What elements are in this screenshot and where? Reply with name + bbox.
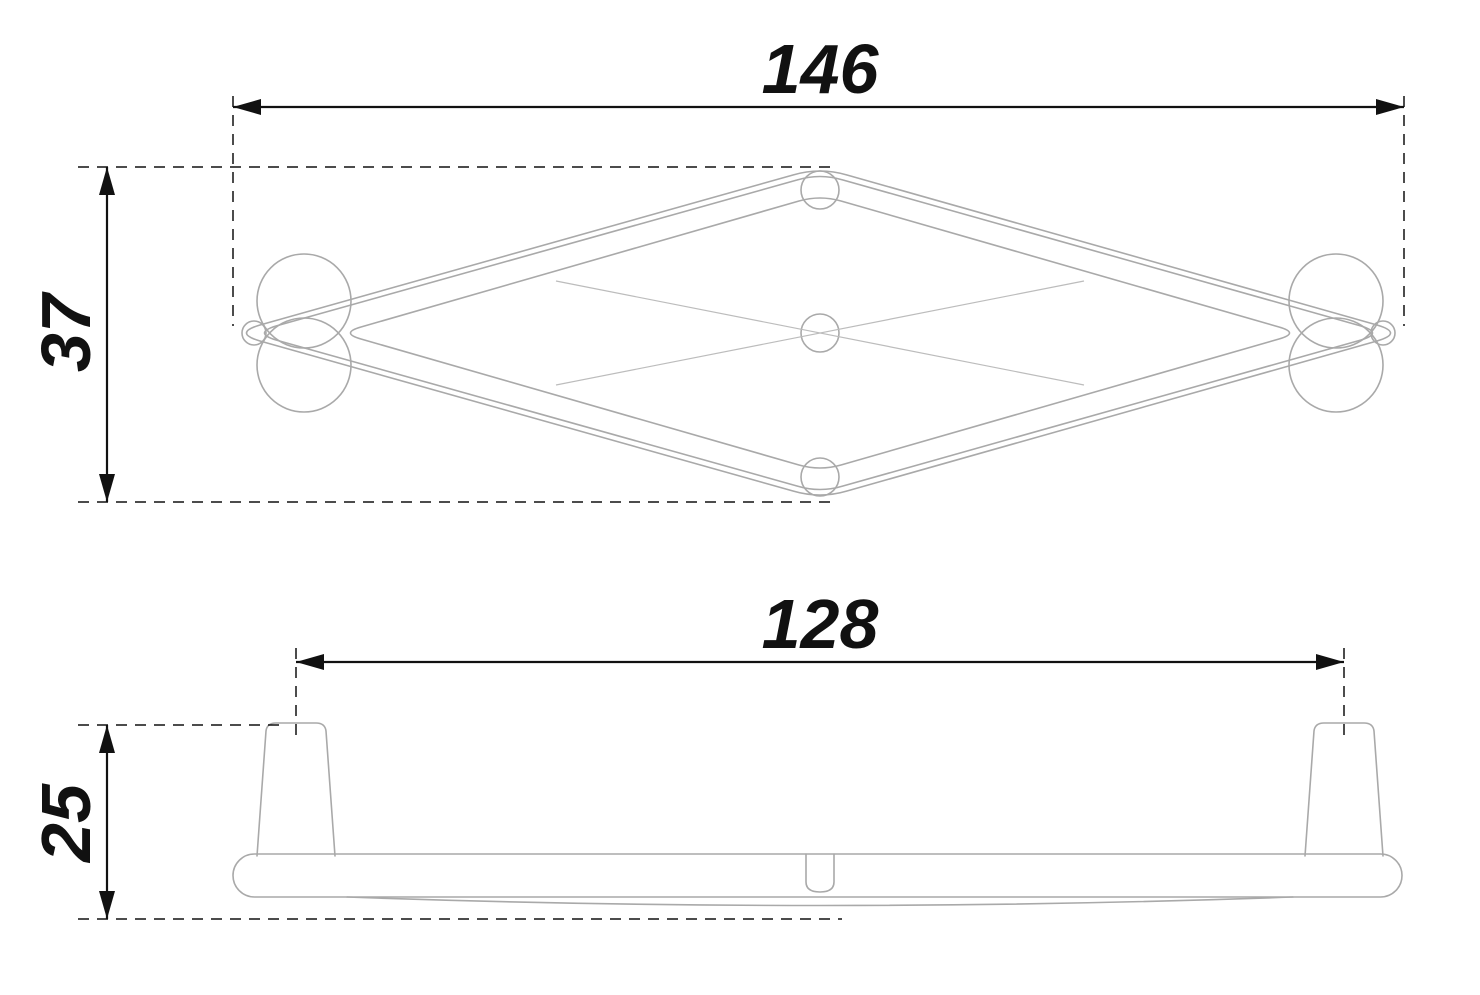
arrowhead-down <box>99 474 115 502</box>
handle-bar-lower-edge <box>346 896 1294 907</box>
handle-face-border <box>349 197 1291 469</box>
center-tab-outline <box>805 853 835 893</box>
center-boss-circle <box>800 313 840 353</box>
left-tip-circle <box>241 320 267 346</box>
front-view <box>232 722 1403 907</box>
arrowhead-down <box>99 891 115 919</box>
arrowhead-right <box>1376 99 1404 115</box>
dimension-label-top-width: 37 <box>27 291 105 372</box>
left-ball-upper-circle <box>256 253 352 349</box>
arrowhead-left <box>296 654 324 670</box>
dimension-front-height: 25 <box>27 724 842 920</box>
dimension-label-top-length: 146 <box>762 30 880 108</box>
right-tip-circle <box>1370 320 1396 346</box>
right-post-outline <box>1304 722 1384 857</box>
dimension-top-length: 146 <box>232 30 1405 326</box>
left-post-outline <box>256 722 336 857</box>
dimension-hole-spacing: 128 <box>295 585 1345 740</box>
arrowhead-right <box>1316 654 1344 670</box>
arrowhead-up <box>99 167 115 195</box>
left-ball-lower-circle <box>256 317 352 413</box>
dimension-label-hole-spacing: 128 <box>762 585 879 663</box>
dimension-label-front-height: 25 <box>27 783 105 864</box>
handle-bar-outline <box>232 853 1403 898</box>
right-ball-lower-circle <box>1288 317 1384 413</box>
arrowhead-up <box>99 725 115 753</box>
arrowhead-left <box>233 99 261 115</box>
top-bump-circle <box>800 170 840 210</box>
right-ball-upper-circle <box>1288 253 1384 349</box>
dimension-top-width: 37 <box>27 166 836 503</box>
facet-line-b <box>555 280 1085 386</box>
top-view <box>241 170 1396 497</box>
bottom-bump-circle <box>800 457 840 497</box>
